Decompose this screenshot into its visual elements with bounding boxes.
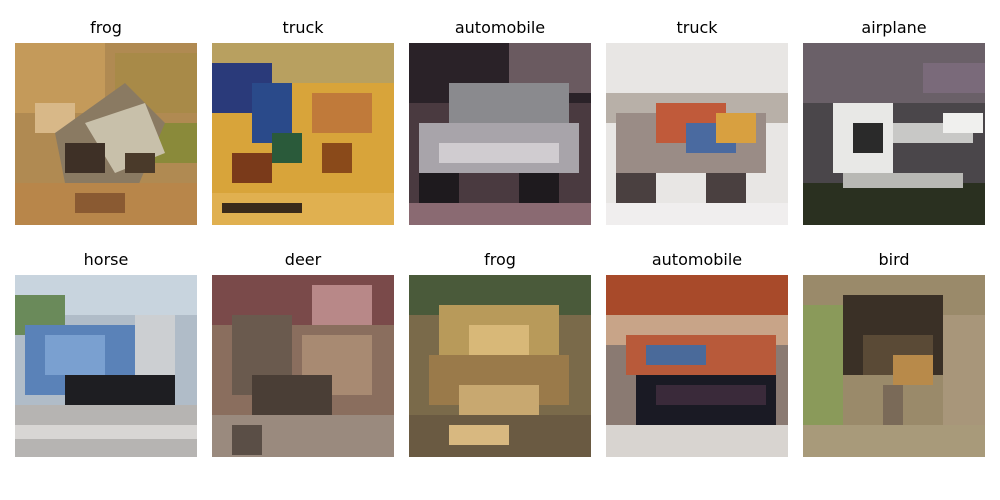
sample-image-horse — [15, 275, 197, 457]
sample-image-bird — [803, 275, 985, 457]
sample-label: automobile — [651, 250, 743, 269]
sample-image-deer — [212, 275, 394, 457]
sample-label: truck — [676, 18, 718, 37]
sample-label: bird — [878, 250, 910, 269]
sample-image-truck — [212, 43, 394, 225]
sample-label: frog — [90, 18, 122, 37]
sample-label: truck — [282, 18, 324, 37]
sample-label: airplane — [861, 18, 927, 37]
sample-image-truck — [606, 43, 788, 225]
sample-label: frog — [484, 250, 516, 269]
sample-image-automobile — [606, 275, 788, 457]
sample-image-frog — [15, 43, 197, 225]
sample-label: deer — [284, 250, 322, 269]
sample-image-frog — [409, 275, 591, 457]
sample-label: horse — [83, 250, 129, 269]
sample-label: automobile — [454, 18, 546, 37]
sample-image-airplane — [803, 43, 985, 225]
sample-image-automobile — [409, 43, 591, 225]
